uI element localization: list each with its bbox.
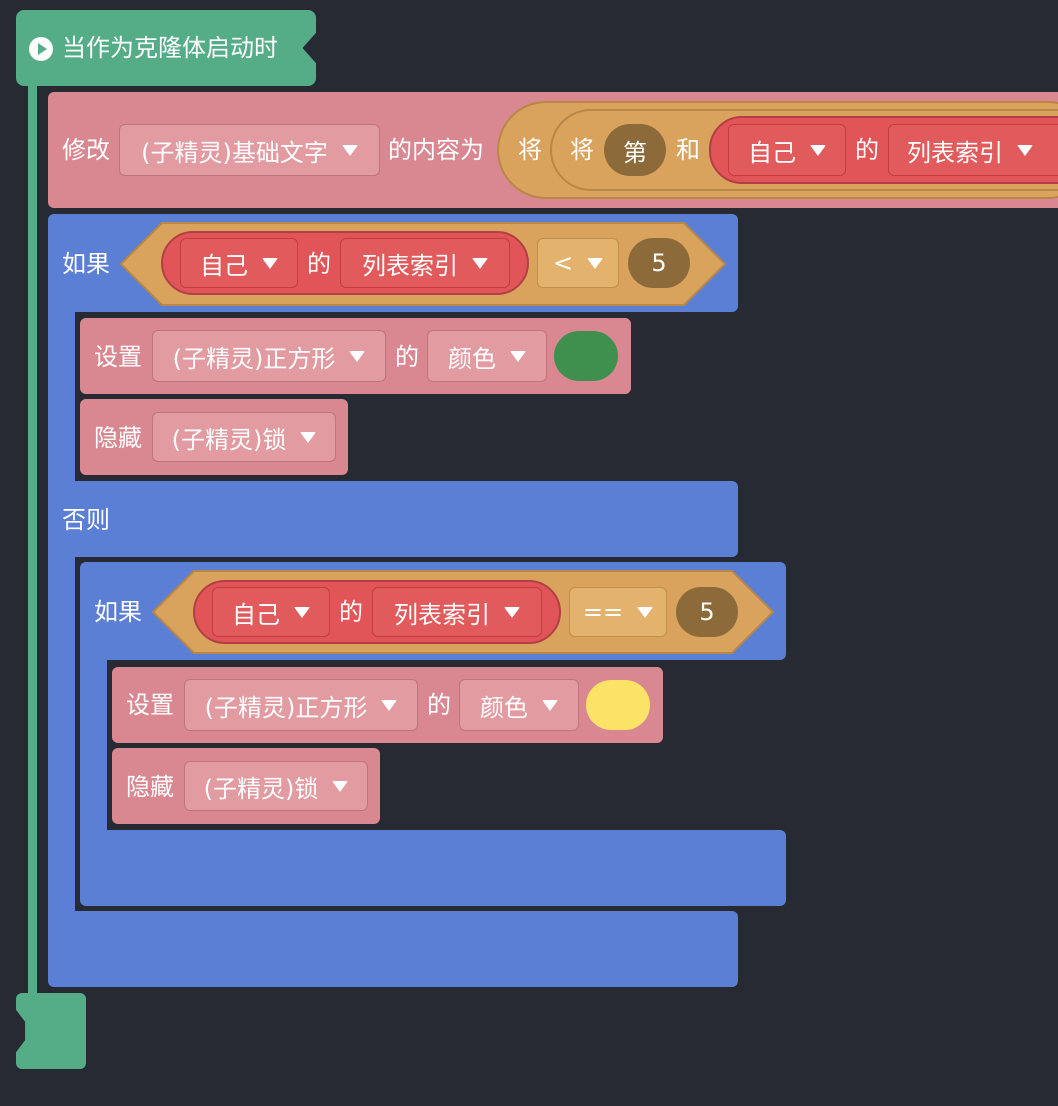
caret-down-icon [542,699,558,711]
sprite-dropdown[interactable]: (子精灵)锁 [152,412,336,462]
caret-down-icon [341,144,358,156]
sprite-dropdown[interactable]: (子精灵)正方形 [152,330,386,382]
join-outer-label: 将 [518,136,542,164]
operator-value: == [582,598,624,626]
property-value: 列表索引 [362,251,458,280]
property-value: 颜色 [480,693,528,722]
caret-down-icon [1017,144,1033,156]
caret-down-icon [472,257,488,269]
color-swatch-yellow[interactable] [586,680,650,730]
property-dropdown[interactable]: 颜色 [459,679,579,731]
sprite-value: (子精灵)正方形 [204,693,368,722]
caret-down-icon [332,780,349,792]
property-dropdown[interactable]: 列表索引 [372,587,542,637]
caret-down-icon [810,144,826,156]
sprite-value: (子精灵)锁 [171,425,287,454]
self-dropdown[interactable]: 自己 [212,587,330,637]
text-target-dropdown[interactable]: (子精灵)基础文字 [119,124,380,176]
self-value: 自己 [748,138,796,167]
set-label: 设置 [126,691,174,719]
caret-down-icon [300,431,317,443]
caret-down-icon [349,350,366,362]
script-spine [28,80,37,1000]
hide-label: 隐藏 [126,773,174,801]
caret-down-icon [294,606,310,618]
event-hat-label: 当作为克隆体启动时 [62,34,278,62]
property-value: 颜色 [448,344,496,373]
if-label: 如果 [94,598,142,626]
join-inner-label: 将 [570,136,594,164]
set-label: 设置 [94,343,142,371]
self-dropdown[interactable]: 自己 [728,124,846,176]
of-label: 的 [395,343,419,371]
content-label: 的内容为 [388,136,484,164]
property-value: 列表索引 [907,138,1003,167]
self-value: 自己 [200,251,248,280]
caret-down-icon [262,257,278,269]
sprite-value: (子精灵)正方形 [172,344,336,373]
hide-label: 隐藏 [94,424,142,452]
operator-dropdown[interactable]: < [537,238,619,288]
property-value: 列表索引 [394,600,490,629]
else-bar [48,481,738,557]
and-label: 和 [676,136,700,164]
event-hat-block[interactable] [16,10,316,86]
caret-down-icon [510,350,526,362]
operator-value: < [552,249,574,277]
item-word-input[interactable]: 第 [604,124,666,176]
text-target-value: (子精灵)基础文字 [141,138,328,167]
of-label: 的 [427,691,451,719]
if-else-bottom [48,911,738,987]
caret-down-icon [587,257,604,269]
if-bottom [80,830,786,906]
self-value: 自己 [232,600,280,629]
set-text-label: 修改 [62,136,110,164]
property-dropdown[interactable]: 列表索引 [888,124,1058,176]
of-label: 的 [855,136,879,164]
caret-down-icon [637,606,654,618]
property-dropdown[interactable]: 列表索引 [340,238,510,288]
color-swatch-green[interactable] [554,331,618,381]
sprite-dropdown[interactable]: (子精灵)正方形 [184,679,418,731]
number-input[interactable]: 5 [628,238,690,288]
play-icon [29,37,53,61]
script-end-cap [16,993,86,1069]
sprite-dropdown[interactable]: (子精灵)锁 [184,761,368,811]
if-label: 如果 [62,250,110,278]
caret-down-icon [381,699,398,711]
else-label: 否则 [62,506,110,534]
of-label: 的 [339,598,363,626]
number-input[interactable]: 5 [676,587,738,637]
property-dropdown[interactable]: 颜色 [427,330,547,382]
if-else-arm [48,300,75,980]
sprite-value: (子精灵)锁 [203,774,319,803]
of-label: 的 [307,250,331,278]
self-dropdown[interactable]: 自己 [180,238,298,288]
caret-down-icon [504,606,520,618]
operator-dropdown[interactable]: == [569,587,667,637]
